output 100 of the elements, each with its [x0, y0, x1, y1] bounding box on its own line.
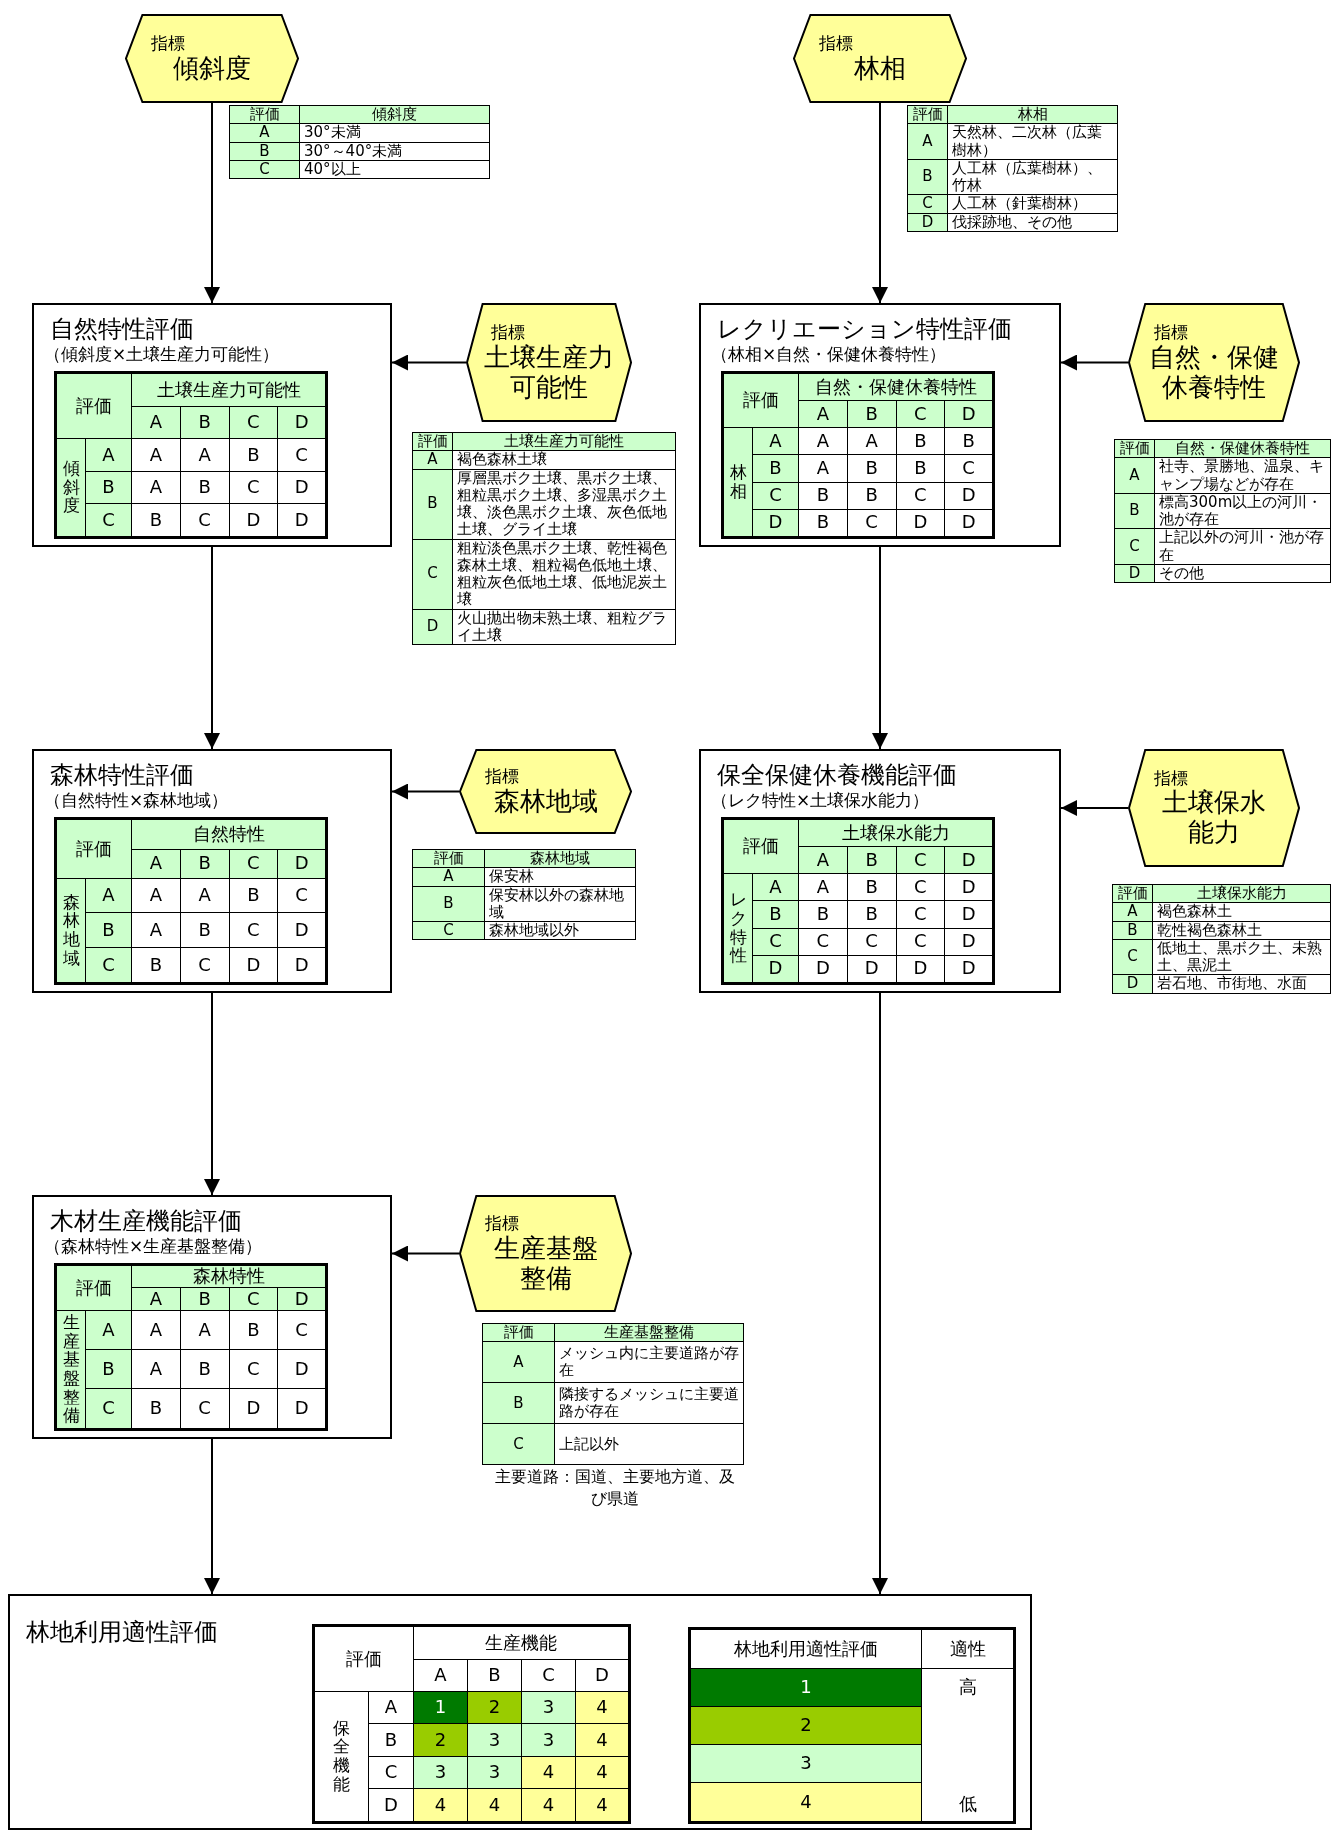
- indicator-hexagon: [793, 14, 967, 103]
- grade-cell: C: [368, 1756, 414, 1789]
- table-cell: 2: [413, 1723, 468, 1757]
- arrow: [1060, 354, 1129, 371]
- header-cell: 評価: [1112, 884, 1153, 903]
- table-cell: B: [896, 455, 945, 483]
- header-cell: 森林特性: [131, 1264, 327, 1288]
- header-cell: 自然特性: [131, 818, 327, 850]
- table-cell: 伐採跡地、その他: [947, 213, 1118, 232]
- panel-subtitle: （森林特性×生産基盤整備）: [44, 1235, 263, 1258]
- indicator-name: 土壌生産力可能性: [483, 342, 615, 403]
- grade-cell: B: [907, 159, 948, 195]
- header-cell: D: [277, 406, 327, 439]
- table-cell: C: [896, 873, 945, 901]
- indicator-caption: 指標: [819, 33, 853, 54]
- table-cell: 保安林: [484, 867, 636, 886]
- table-cell: B: [847, 901, 896, 929]
- indicator-caption: 指標: [1154, 322, 1188, 343]
- grade-cell: B: [1114, 493, 1155, 529]
- arrow: [204, 992, 220, 1196]
- header-cell: B: [180, 406, 229, 439]
- table-cell: 4: [575, 1756, 630, 1789]
- indicator-name: 森林地域: [492, 786, 599, 817]
- panel-subtitle: （林相×自然・保健休養特性）: [711, 343, 947, 366]
- grade-cell: C: [85, 1388, 132, 1430]
- table-cell: A: [131, 438, 181, 472]
- grade-cell: A: [907, 123, 948, 160]
- header-cell: 評価: [313, 1625, 414, 1692]
- indicator-caption: 指標: [491, 322, 525, 343]
- evaluation-panel: [8, 1594, 1032, 1830]
- evaluation-panel: [32, 749, 392, 993]
- header-cell: 評価: [412, 849, 485, 868]
- indicator-hexagon: [459, 1195, 632, 1312]
- table-cell: 厚層黒ボク土壌、黒ボク土壌、粗粒黒ボク土壌、多湿黒ボク土壌、淡色黒ボク土壌、灰色低地土壌、グライ土壌: [452, 469, 676, 539]
- table-cell: 4: [413, 1788, 468, 1823]
- table-cell: B: [229, 1310, 278, 1350]
- panel-title: レクリエーション特性評価: [717, 314, 1012, 345]
- table-cell: その他: [1154, 564, 1331, 583]
- table-cell: B: [798, 482, 848, 510]
- table-cell: 人工林（針葉樹林）: [947, 194, 1118, 213]
- scale-low: 低: [957, 1794, 978, 1815]
- indicator-caption: 指標: [485, 766, 519, 787]
- panel-subtitle: （自然特性×森林地域）: [44, 789, 229, 812]
- table-cell: 4: [467, 1788, 522, 1823]
- table-cell: 40°以上: [299, 160, 490, 179]
- footnote: 主要道路：国道、主要地方道、及び県道: [494, 1466, 736, 1511]
- grade-cell: B: [85, 471, 132, 504]
- evaluation-panel: [32, 1195, 392, 1439]
- table-cell: 粗粒淡色黒ボク土壌、乾性褐色森林土壌、粗粒褐色低地土壌、粗粒灰色低地土壌、低地泥炭土壌: [452, 539, 676, 609]
- grade-cell: B: [85, 912, 132, 948]
- legend-swatch: 4: [689, 1782, 922, 1823]
- table-cell: C: [229, 912, 278, 948]
- indicator-hexagon: [1128, 749, 1300, 867]
- table-cell: A: [131, 878, 181, 913]
- panel-title: 森林特性評価: [50, 760, 194, 791]
- header-cell: 生産基盤整備: [554, 1323, 744, 1342]
- table-cell: 3: [467, 1723, 522, 1757]
- grade-cell: C: [1114, 528, 1155, 565]
- indicator-name: 林相: [853, 53, 907, 84]
- table-cell: 2: [467, 1691, 522, 1724]
- arrow: [391, 1245, 460, 1262]
- table-cell: 上記以外の河川・池が存在: [1154, 528, 1331, 565]
- panel-subtitle: （レク特性×土壌保水能力）: [711, 789, 930, 812]
- row-title: レク特性: [729, 890, 747, 966]
- table-cell: 人工林（広葉樹林）、竹林: [947, 159, 1118, 195]
- arrow: [391, 783, 460, 800]
- header-cell: A: [413, 1659, 468, 1692]
- table-cell: A: [180, 1310, 229, 1350]
- table-cell: C: [798, 928, 848, 956]
- table-cell: A: [798, 873, 848, 901]
- grade-cell: A: [1114, 457, 1155, 494]
- table-cell: 上記以外: [554, 1423, 744, 1465]
- row-title: 保全機能: [332, 1718, 351, 1794]
- table-cell: B: [847, 873, 896, 901]
- table-cell: 褐色森林土: [1152, 902, 1331, 921]
- row-title: 林相: [729, 463, 747, 501]
- table-cell: 火山抛出物未熟土壌、粗粒グライ土壌: [452, 609, 676, 645]
- row-title: 生産基盤整備: [62, 1312, 80, 1425]
- table-cell: B: [229, 878, 278, 913]
- table-cell: 乾性褐色森林土: [1152, 921, 1331, 940]
- table-cell: A: [798, 427, 848, 455]
- table-cell: A: [180, 878, 229, 913]
- table-cell: 標高300m以上の河川・池が存在: [1154, 493, 1331, 529]
- table-cell: 3: [521, 1723, 576, 1757]
- header-cell: 傾斜度: [299, 105, 490, 124]
- grade-cell: C: [412, 539, 453, 609]
- scale-high: 高: [957, 1676, 978, 1698]
- arrow: [872, 546, 888, 750]
- row-title: 傾斜度: [62, 459, 80, 516]
- header-cell: 評価: [482, 1323, 555, 1342]
- table-cell: A: [180, 438, 229, 472]
- panel-title: 林地利用適性評価: [26, 1617, 218, 1648]
- table-cell: 3: [413, 1756, 468, 1789]
- arrow: [872, 992, 888, 1595]
- table-cell: A: [131, 912, 181, 948]
- grade-cell: D: [412, 609, 453, 645]
- grade-cell: B: [482, 1382, 555, 1424]
- header-cell: 評価: [722, 818, 799, 874]
- header-cell: 林地利用適性評価: [689, 1628, 922, 1669]
- table-cell: B: [229, 438, 278, 472]
